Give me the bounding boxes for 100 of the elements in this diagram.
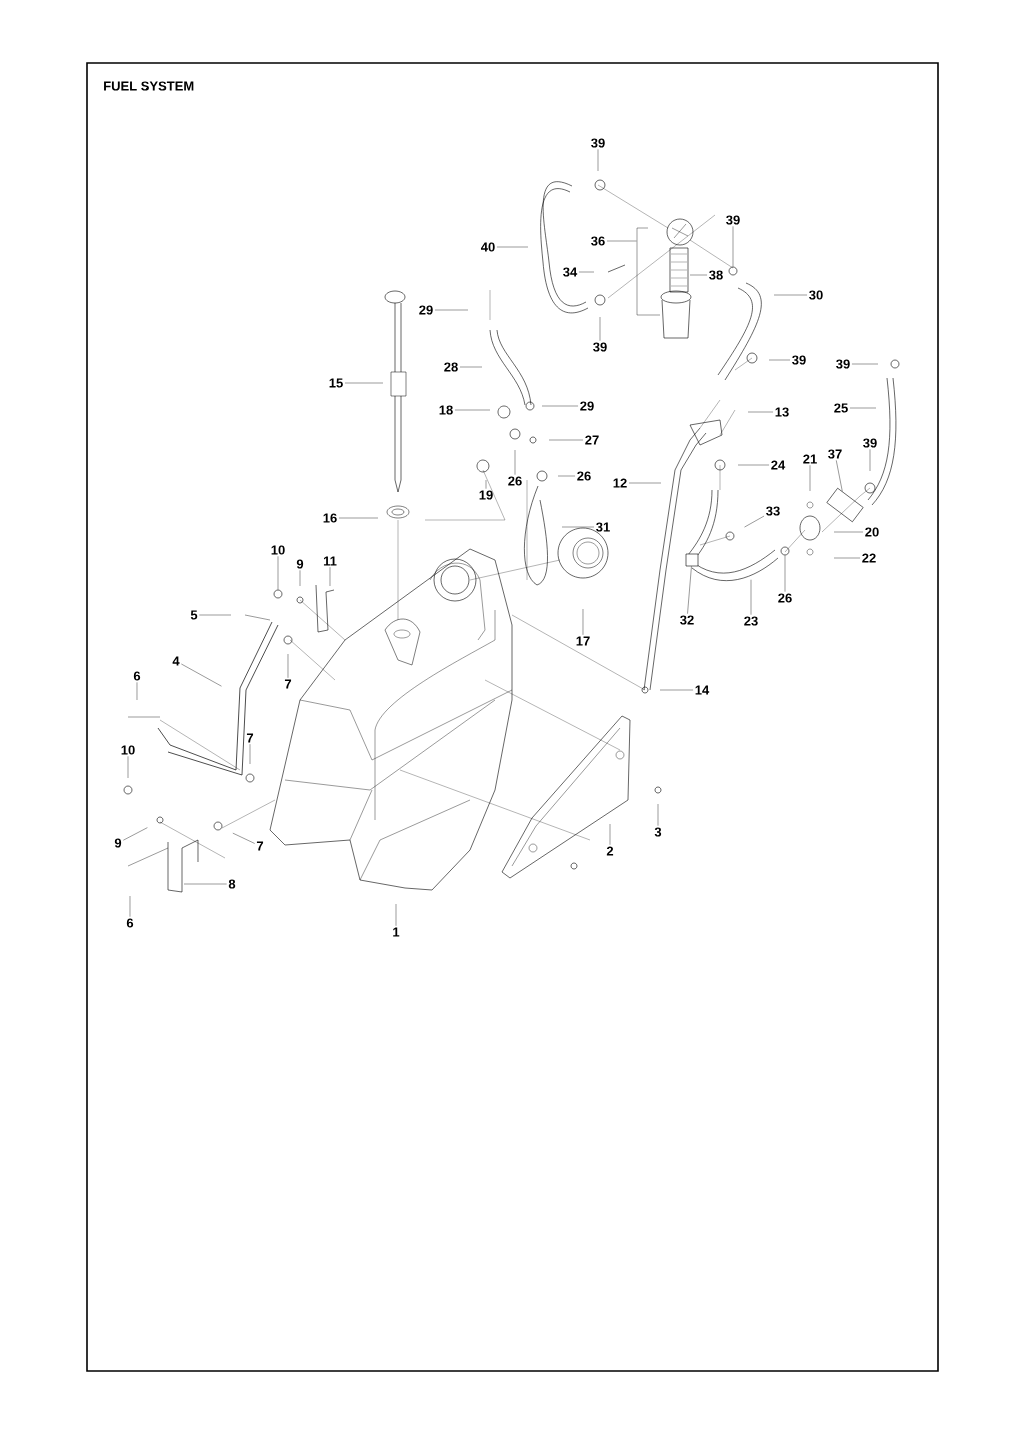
fuel-filter [826,487,864,523]
callout-number: 39 [593,342,607,352]
callout-number: 25 [834,403,848,413]
callout-number: 36 [591,236,605,246]
callout-number: 37 [828,449,842,459]
leader-line [606,240,637,242]
leader-line [249,743,251,765]
callout-number: 2 [606,846,614,856]
callout-number: 8 [228,879,236,889]
callout-number: 6 [126,918,134,928]
clip [728,266,738,276]
leader-line [127,756,129,779]
leader-line [609,823,611,845]
callout-number: 29 [580,401,594,411]
callout-number: 17 [576,636,590,646]
leader-line [628,482,662,484]
leader-line [181,663,222,687]
callout-number: 1 [393,927,400,937]
leader-line [747,411,774,413]
callout-number: 14 [695,685,710,695]
callout-number: 16 [323,513,337,523]
leader-line [459,366,483,368]
callout-number: 6 [133,671,141,681]
callout-number: 12 [613,478,627,488]
callout-number: 29 [419,305,433,315]
leader-line [750,579,752,615]
leader-line [136,682,138,701]
leader-line [514,449,516,475]
callout-number: 30 [809,290,823,300]
callout-number: 9 [296,559,304,569]
bracket [636,227,661,316]
leader-line [454,409,491,411]
leader-line [183,883,227,885]
callout-number: 15 [329,378,343,388]
callout-number: 32 [680,615,694,625]
leader-line [541,405,579,407]
leader-line [434,309,469,311]
leader-line [338,517,379,519]
leader-line [687,566,692,614]
leader-line [784,555,786,592]
leader-line [773,294,808,296]
callout-number: 40 [480,242,495,252]
hose-fitting [685,553,699,567]
leader-line [599,316,601,341]
callout-number: 31 [596,522,610,532]
callout-number: 39 [726,215,740,225]
leader-line [849,407,877,409]
callout-number: 26 [778,593,792,603]
leader-line [287,653,289,679]
leader-line [485,479,487,489]
leader-line [496,246,529,248]
callout-number: 10 [271,545,285,555]
title: FUEL SYSTEM [104,81,194,91]
callout-number: 7 [246,733,254,743]
leader-line [129,895,131,917]
callout-number: 24 [771,460,786,470]
callout-number: 7 [284,679,292,689]
leader-line [836,460,843,492]
hose [689,549,779,581]
callout-number: 20 [865,527,879,537]
callout-number: 38 [709,270,723,280]
callout-number: 39 [792,355,806,365]
leader-line [557,475,576,477]
callout-number: 39 [591,138,605,148]
leader-line [851,363,879,365]
callout-number: 27 [585,435,599,445]
callout-number: 11 [323,556,337,566]
leader-line [299,570,301,587]
callout-number: 10 [121,745,135,755]
callout-number: 26 [508,476,522,486]
leader-line [578,271,595,273]
callout-number: 4 [172,656,180,666]
leader-line [768,359,791,361]
leader-line [561,526,595,528]
leader-line [657,803,659,826]
leader-line [689,274,708,276]
leader-line [833,557,861,559]
leader-line [809,465,811,492]
callout-number: 39 [836,359,850,369]
callout-number: 23 [744,616,758,626]
leader-line [232,832,255,844]
leader-line [199,614,232,616]
callout-number: 18 [439,405,453,415]
leader-line [744,515,765,528]
leader-line [582,608,584,636]
callout-number: 5 [190,610,198,620]
leader-line [659,689,694,691]
leader-line [869,449,871,472]
clip [273,589,283,599]
leader-line [395,903,397,927]
callout-number: 7 [256,841,264,851]
leader-line [737,464,770,466]
callout-number: 33 [766,506,780,516]
clip [780,546,790,556]
leader-line [732,226,734,267]
leader-line [277,556,279,590]
callout-number: 39 [863,438,877,448]
leader-line [123,827,148,841]
leader-line [329,566,331,587]
leader-line [344,382,384,384]
